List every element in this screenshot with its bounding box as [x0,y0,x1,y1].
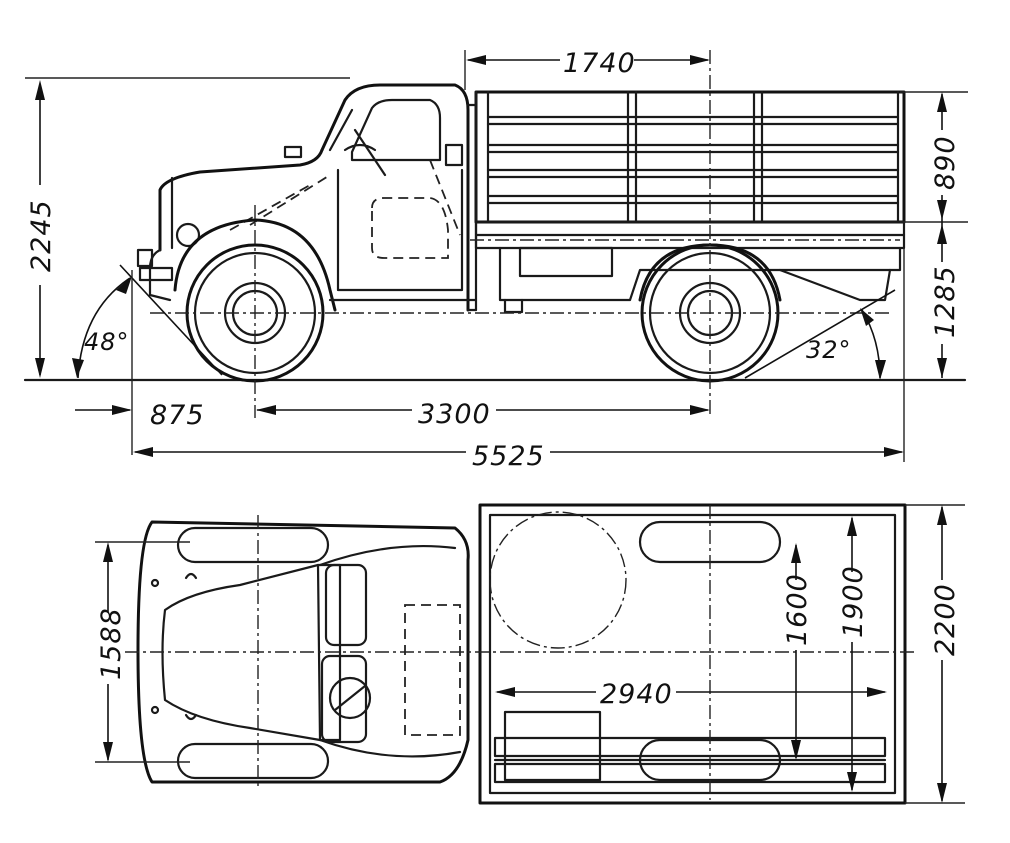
side-view: 2245 1740 890 1285 48° 32° 875 3300 5525 [22,44,968,472]
body-inner-width-label: 1900 [838,565,869,638]
floor-height-label: 1285 [930,265,961,338]
front-overhang-label: 875 [150,400,205,431]
body-length-label: 1740 [563,48,636,79]
overall-length-label: 5525 [472,441,545,472]
cargo-body [474,90,906,314]
body-inner-length-label: 2940 [600,679,673,710]
front-track-label: 1588 [96,607,127,680]
cargo-bed-top [478,503,907,805]
departure-angle-label: 32° [806,336,852,364]
departure-line [744,289,896,379]
top-dimension-labels: 1588 2940 1600 1900 2200 [94,565,961,710]
approach-angle-label: 48° [84,328,130,356]
cab [320,83,478,312]
cab-top [136,520,470,784]
side-dimension-labels: 2245 1740 890 1285 48° 32° 875 3300 5525 [22,44,961,472]
hood [136,145,478,312]
wheelbase-label: 3300 [418,399,491,430]
approach-line [119,264,223,376]
overall-height-label: 2245 [26,199,57,272]
spare-wheel-outline [489,511,627,649]
top-dimension-lines [95,504,965,804]
rear-track-label: 1600 [782,573,813,646]
side-height-label: 890 [930,135,961,190]
top-view: 1588 2940 1600 1900 2200 [94,503,965,805]
overall-width-label: 2200 [930,583,961,656]
